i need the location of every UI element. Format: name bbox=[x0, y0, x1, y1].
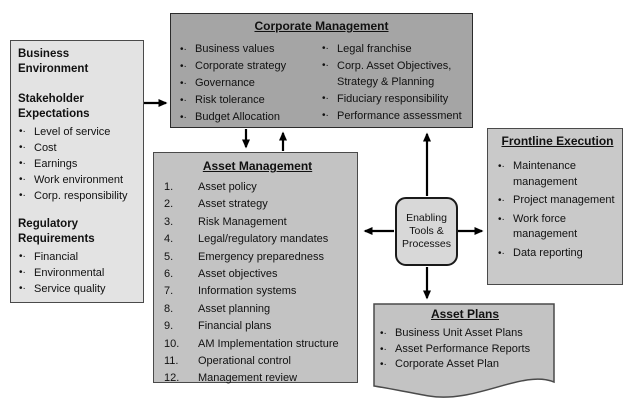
list-item: Risk tolerance bbox=[179, 92, 321, 109]
asset-plans-content: Asset Plans Business Unit Asset PlansAss… bbox=[373, 303, 555, 373]
list-item: Fiduciary responsibility bbox=[321, 91, 464, 107]
regulatory-requirements-list: FinancialEnvironmentalService quality bbox=[18, 249, 137, 297]
corporate-management-box: Corporate Management Business valuesCorp… bbox=[170, 13, 473, 128]
stakeholder-expectations-list: Level of serviceCostEarningsWork environ… bbox=[18, 124, 137, 204]
list-item: Asset strategy bbox=[164, 196, 268, 214]
frontline-execution-list: Maintenance managementProject management… bbox=[497, 159, 618, 261]
corporate-management-list-right: Legal franchiseCorp. Asset Objectives, S… bbox=[321, 41, 464, 124]
business-environment-heading: Business Environment bbox=[18, 48, 89, 75]
list-item: Business Unit Asset Plans bbox=[379, 326, 551, 342]
list-item: Financial plans bbox=[164, 318, 272, 336]
list-item: Project management bbox=[497, 193, 618, 209]
spacer bbox=[18, 79, 137, 92]
stakeholder-expectations-heading: Stakeholder Expectations bbox=[18, 93, 90, 120]
frontline-execution-box: Frontline Execution Maintenance manageme… bbox=[487, 128, 623, 285]
list-item: Asset policy bbox=[164, 179, 257, 197]
list-item: Cost bbox=[18, 140, 137, 156]
list-item: Service quality bbox=[18, 281, 137, 297]
spacer bbox=[18, 204, 137, 217]
list-item: Asset Performance Reports bbox=[379, 342, 551, 358]
list-item: Budget Allocation bbox=[179, 109, 321, 126]
corporate-management-list-left: Business valuesCorporate strategyGoverna… bbox=[179, 41, 321, 126]
list-item: Operational control bbox=[164, 353, 291, 371]
list-item: Asset planning bbox=[164, 301, 271, 319]
list-item: Asset objectives bbox=[164, 266, 278, 284]
list-item: Governance bbox=[179, 75, 321, 92]
list-item: Corp. Asset Objectives, Strategy & Plann… bbox=[321, 58, 464, 90]
list-item: Work force management bbox=[497, 212, 618, 243]
asset-plans-box: Asset Plans Business Unit Asset PlansAss… bbox=[373, 303, 555, 399]
list-item: Corporate strategy bbox=[179, 58, 321, 75]
asset-management-title: Asset Management bbox=[202, 159, 313, 173]
list-item: Corporate Asset Plan bbox=[379, 357, 551, 373]
list-item: Legal/regulatory mandates bbox=[164, 231, 329, 249]
list-item: Environmental bbox=[18, 265, 137, 281]
list-item: Legal franchise bbox=[321, 41, 464, 57]
list-item: Work environment bbox=[18, 172, 137, 188]
list-item: Maintenance management bbox=[497, 159, 618, 190]
enabling-tools-processes-label: Enabling Tools & Processes bbox=[401, 212, 452, 250]
corporate-management-column-right: Legal franchiseCorp. Asset Objectives, S… bbox=[321, 39, 464, 126]
asset-plans-list: Business Unit Asset PlansAsset Performan… bbox=[379, 326, 551, 373]
list-item: Business values bbox=[179, 41, 321, 58]
list-item: Management review bbox=[164, 370, 298, 388]
list-item: Earnings bbox=[18, 156, 137, 172]
list-item: Data reporting bbox=[497, 246, 618, 262]
list-item: Information systems bbox=[164, 283, 297, 301]
frontline-execution-title: Frontline Execution bbox=[501, 134, 614, 148]
corporate-management-column-left: Business valuesCorporate strategyGoverna… bbox=[179, 39, 321, 126]
list-item: Performance assessment bbox=[321, 108, 464, 124]
asset-plans-title: Asset Plans bbox=[430, 307, 500, 321]
list-item: Corp. responsibility bbox=[18, 188, 137, 204]
list-item: Level of service bbox=[18, 124, 137, 140]
list-item: Risk Management bbox=[164, 214, 287, 232]
list-item: Financial bbox=[18, 249, 137, 265]
corporate-management-title: Corporate Management bbox=[254, 19, 389, 33]
corporate-management-columns: Business valuesCorporate strategyGoverna… bbox=[179, 39, 464, 126]
list-item: AM Implementation structure bbox=[164, 336, 339, 354]
enabling-tools-processes-node: Enabling Tools & Processes bbox=[395, 197, 458, 266]
regulatory-requirements-heading: Regulatory Requirements bbox=[18, 218, 95, 245]
list-item: Emergency preparedness bbox=[164, 249, 324, 267]
business-environment-box: Business Environment Stakeholder Expecta… bbox=[10, 40, 144, 303]
